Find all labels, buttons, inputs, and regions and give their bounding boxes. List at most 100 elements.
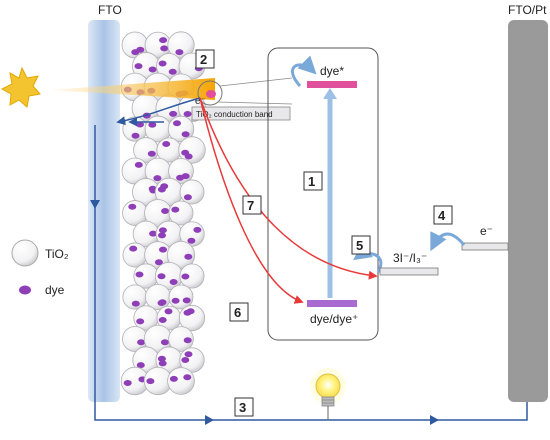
dye-molecule — [183, 374, 192, 381]
dye-molecule — [146, 378, 155, 385]
dye-molecule — [164, 308, 173, 315]
step-box-6: 6 — [229, 302, 249, 322]
external-circuit — [94, 125, 528, 421]
legend-dye-label: dye — [45, 283, 65, 297]
dye-molecule — [154, 259, 163, 266]
svg-text:3: 3 — [239, 400, 246, 415]
dye-molecule — [131, 300, 140, 307]
dye-energy-box — [267, 47, 379, 341]
recombination-dye-arrow — [199, 97, 304, 304]
dye-molecule — [187, 237, 196, 244]
dye-molecule — [183, 337, 192, 344]
counter-electron-label: e⁻ — [480, 224, 493, 238]
dye-molecule — [183, 194, 192, 201]
step-box-5: 5 — [351, 235, 371, 255]
tio2-particle — [179, 263, 205, 289]
dye-molecule — [160, 339, 169, 346]
dye-molecule — [136, 318, 145, 325]
conduction-band — [191, 106, 291, 121]
dye-molecule — [136, 362, 145, 369]
legend-dye-swatch — [19, 285, 31, 295]
regeneration-arrow — [353, 242, 383, 273]
dye-molecule — [168, 68, 177, 75]
step-box-3: 3 — [234, 397, 254, 417]
dye-molecule — [159, 37, 168, 44]
dye-molecule — [173, 120, 181, 127]
dye-molecule — [128, 203, 137, 210]
svg-text:2: 2 — [200, 52, 207, 67]
legend-tio2-label: TiO₂ — [45, 247, 69, 261]
dye-molecule — [160, 45, 169, 52]
dye-molecule — [169, 375, 178, 382]
dye-ground-label: dye/dye⁺ — [310, 312, 358, 326]
legend: TiO₂ dye — [11, 239, 69, 297]
tio2-particles — [120, 31, 206, 396]
dye-molecule — [183, 111, 192, 117]
dye-molecule — [159, 246, 167, 253]
dye-molecule — [181, 357, 190, 363]
dye-molecule — [147, 150, 156, 157]
dye-molecule — [148, 66, 157, 73]
recombination-electrolyte-arrow — [199, 97, 378, 280]
dye-molecule — [183, 309, 192, 316]
dye-molecule — [157, 186, 166, 193]
dye-molecule — [181, 131, 190, 138]
counter-electrode-level — [461, 242, 509, 251]
svg-text:7: 7 — [247, 198, 254, 213]
dye-molecule — [131, 132, 140, 139]
injection-arrow — [291, 55, 317, 88]
dye-molecule — [184, 351, 193, 358]
tio2-particle — [179, 179, 205, 205]
legend-tio2-swatch — [11, 239, 39, 267]
svg-text:5: 5 — [356, 238, 363, 253]
dye-molecule — [157, 300, 166, 306]
light-beam — [50, 78, 215, 100]
dye-molecule — [134, 63, 143, 70]
injection-path — [116, 97, 201, 126]
dye-molecule — [181, 149, 190, 156]
tio2-particle — [168, 326, 194, 352]
dye-molecule — [181, 273, 190, 280]
conduction-band-label: TiO₂ conduction band — [196, 110, 273, 119]
dye-molecule — [158, 317, 167, 323]
fto-label: FTO — [98, 3, 122, 17]
tio2-particle — [166, 240, 196, 270]
svg-text:4: 4 — [438, 208, 446, 223]
tio2-particle — [167, 31, 195, 59]
excited-dye-molecule — [206, 90, 216, 98]
dye-zoom-circle — [197, 80, 223, 106]
svg-text:6: 6 — [234, 305, 241, 320]
dye-molecule — [171, 297, 180, 304]
dye-molecule — [135, 271, 144, 278]
dye-molecule — [158, 232, 166, 239]
fto-pt-label: FTO/Pt — [508, 3, 547, 17]
dye-molecule — [157, 273, 166, 280]
dye-molecule — [148, 185, 157, 192]
dye-molecule — [176, 174, 185, 181]
dye-molecule — [193, 226, 202, 233]
dye-molecule — [153, 175, 162, 182]
dye-molecule — [184, 253, 193, 260]
svg-text:1: 1 — [308, 174, 315, 189]
dye-molecule — [136, 121, 144, 128]
dye-molecule — [162, 141, 171, 147]
dye-molecule — [158, 227, 167, 234]
sun-icon — [0, 66, 41, 108]
dye-molecule — [134, 161, 143, 168]
dye-molecule — [158, 60, 167, 67]
dye-molecule — [161, 208, 170, 214]
redox-level — [379, 267, 439, 276]
step-box-2: 2 — [195, 49, 215, 69]
counter-electrode — [508, 20, 548, 402]
reduction-arrow — [430, 231, 466, 252]
dye-molecule — [137, 339, 146, 346]
dye-molecule — [171, 206, 180, 213]
step-box-1: 1 — [303, 171, 323, 191]
dye-molecule — [157, 355, 166, 362]
dye-molecule — [182, 297, 191, 304]
dye-molecule — [131, 49, 140, 56]
ground-state-level — [307, 300, 357, 307]
dye-excited-label: dye* — [320, 64, 344, 78]
dye-molecule — [129, 245, 138, 252]
